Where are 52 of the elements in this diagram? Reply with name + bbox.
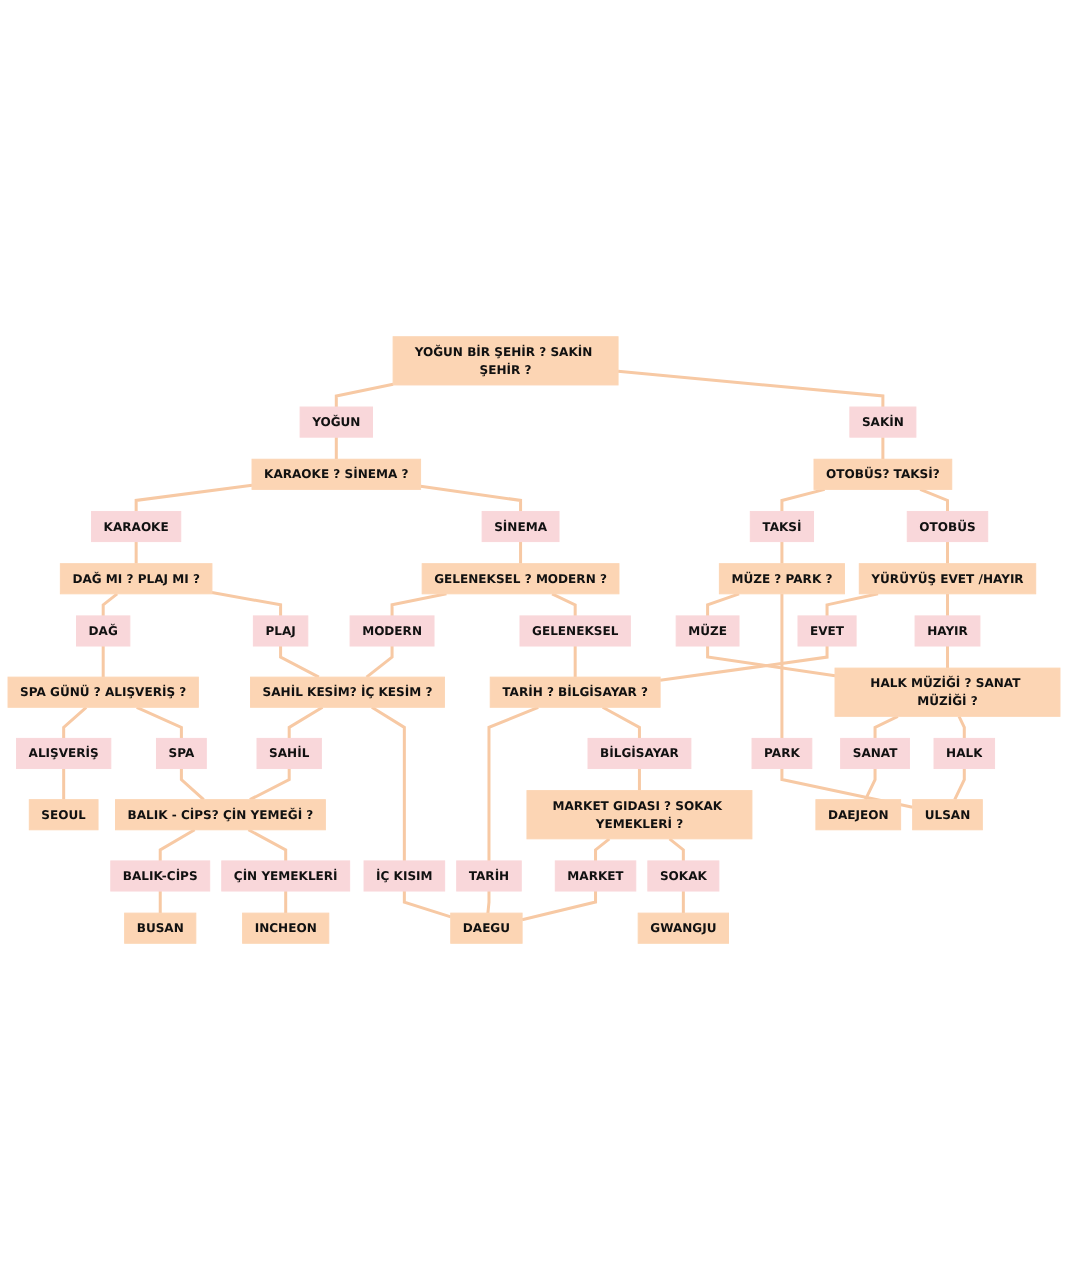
connector	[390, 592, 447, 616]
connector	[134, 541, 138, 564]
connector	[487, 705, 539, 861]
connector	[365, 646, 394, 679]
connector	[136, 705, 183, 739]
connector	[825, 592, 879, 616]
connector	[780, 593, 784, 739]
connector	[706, 646, 836, 678]
connector	[249, 768, 291, 801]
connector	[780, 768, 913, 809]
connector	[179, 768, 205, 801]
connector	[602, 705, 641, 739]
connector	[551, 592, 577, 616]
connector	[780, 487, 825, 512]
connector	[780, 541, 784, 564]
connector	[62, 706, 88, 739]
connector	[519, 541, 523, 564]
connector	[334, 382, 394, 408]
connector	[101, 646, 105, 678]
connector	[668, 837, 685, 861]
connector	[659, 646, 829, 682]
connector	[287, 706, 324, 739]
connector	[706, 592, 740, 616]
connector	[637, 768, 641, 791]
connector	[486, 891, 491, 914]
connector	[873, 714, 899, 739]
connector	[864, 768, 877, 801]
connector	[158, 891, 162, 914]
connector	[279, 646, 320, 679]
connector	[371, 706, 406, 861]
connector	[594, 837, 611, 861]
connector	[247, 828, 288, 861]
connector	[420, 484, 523, 512]
connector	[334, 437, 338, 460]
connector	[211, 590, 283, 616]
connector	[284, 891, 288, 914]
connector	[946, 593, 949, 616]
connector	[681, 891, 685, 914]
connector	[158, 828, 196, 861]
connector	[134, 483, 253, 512]
connector	[957, 715, 966, 739]
connector	[521, 891, 598, 922]
connector	[573, 646, 577, 678]
connector	[953, 768, 966, 801]
connector	[617, 369, 885, 408]
connector	[919, 487, 949, 512]
connector	[62, 768, 66, 800]
connector	[881, 437, 885, 460]
connector	[946, 541, 949, 564]
connector	[946, 646, 949, 669]
connector	[101, 592, 119, 616]
connector	[402, 891, 452, 919]
